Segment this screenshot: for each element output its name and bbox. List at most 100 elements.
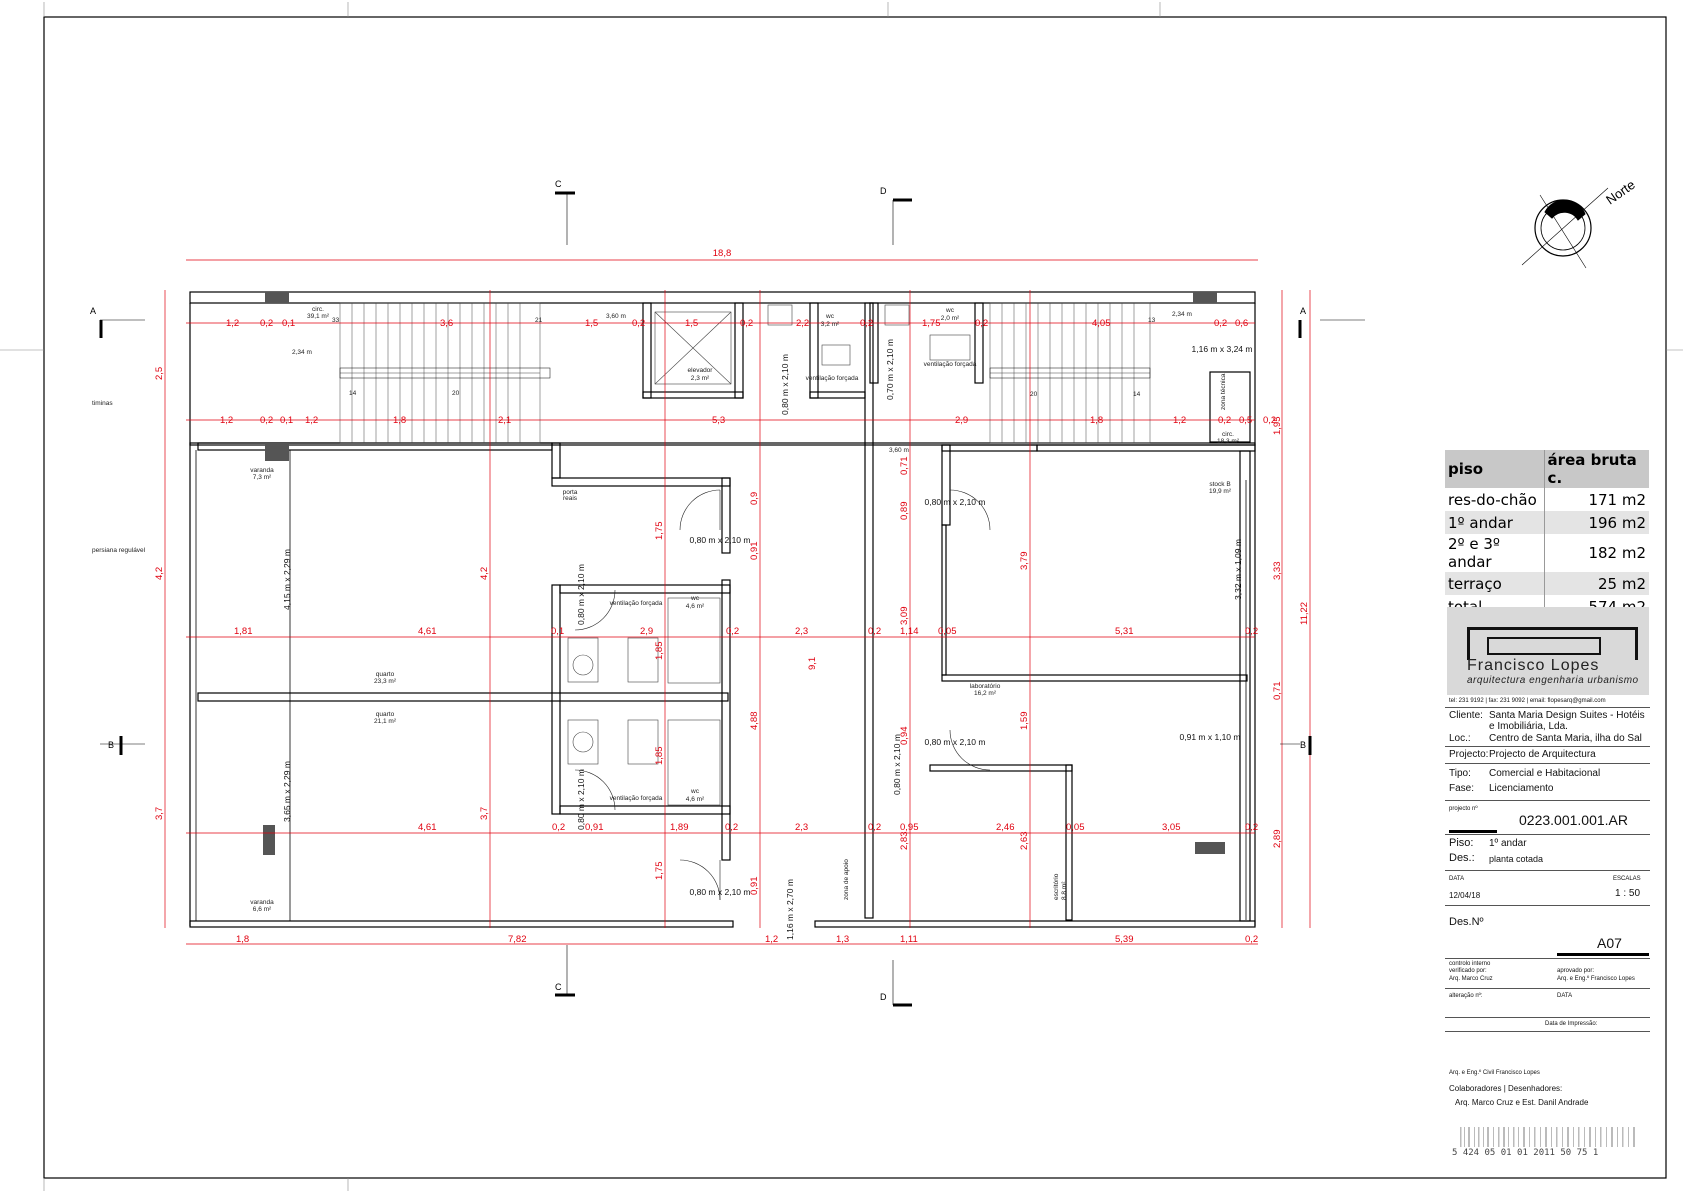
svg-text:0,05: 0,05	[1066, 822, 1085, 833]
svg-text:0,91 m x 1,10 m: 0,91 m x 1,10 m	[1180, 732, 1241, 742]
des-label: Des.:	[1449, 852, 1475, 864]
svg-text:C: C	[555, 179, 562, 189]
projecto-value: Projecto de Arquitectura	[1489, 749, 1596, 760]
table-cell: 171 m2	[1588, 490, 1646, 509]
svg-text:2,34 m: 2,34 m	[1172, 311, 1192, 318]
svg-text:0,6: 0,6	[1235, 318, 1248, 329]
svg-text:1,5: 1,5	[585, 318, 598, 329]
company-logo: Francisco Lopes arquitectura engenharia …	[1447, 607, 1649, 695]
svg-text:A: A	[90, 306, 96, 316]
desn-label: Des.Nº	[1449, 916, 1484, 928]
svg-text:circ.: circ.	[1222, 431, 1234, 438]
svg-text:0,91: 0,91	[749, 542, 760, 561]
svg-text:7,3 m²: 7,3 m²	[253, 474, 272, 481]
svg-text:4,61: 4,61	[418, 822, 437, 833]
north-arrow-icon: Norte	[1521, 177, 1638, 269]
svg-text:0,2: 0,2	[632, 318, 645, 329]
table-cell: 182 m2	[1588, 544, 1646, 562]
svg-text:21,1 m²: 21,1 m²	[374, 718, 397, 725]
svg-text:1,3: 1,3	[836, 934, 849, 945]
alteracao-data: DATA	[1557, 993, 1573, 999]
svg-text:1,75: 1,75	[654, 522, 665, 541]
svg-text:3,65 m x 2,29 m: 3,65 m x 2,29 m	[282, 761, 292, 822]
escalas-label: ESCALAS	[1613, 876, 1641, 882]
svg-text:wc: wc	[690, 788, 700, 795]
svg-text:1,89: 1,89	[670, 822, 689, 833]
table-cell: 25 m2	[1544, 572, 1649, 595]
svg-text:3,60 m: 3,60 m	[606, 313, 626, 320]
controlo-label: controlo interno verificado por:	[1449, 961, 1491, 974]
svg-text:1,95: 1,95	[1272, 417, 1283, 436]
des-value: planta cotada	[1489, 854, 1544, 864]
svg-text:2,34 m: 2,34 m	[292, 349, 312, 356]
svg-text:varanda: varanda	[250, 899, 274, 906]
svg-text:4,61: 4,61	[418, 626, 437, 637]
room-labels: circ. 39,1 m² elevador 2,3 m² wc 3,2 m² …	[92, 306, 1240, 913]
svg-text:0,2: 0,2	[1245, 934, 1258, 945]
svg-text:0,80 m x 2,10 m: 0,80 m x 2,10 m	[690, 535, 751, 545]
svg-text:1,16 m x 3,24 m: 1,16 m x 3,24 m	[1192, 344, 1253, 354]
svg-text:2,46: 2,46	[996, 822, 1015, 833]
svg-text:B: B	[1300, 740, 1306, 750]
svg-text:0,80 m x 2,10 m: 0,80 m x 2,10 m	[780, 354, 790, 415]
svg-text:reais: reais	[563, 495, 578, 502]
colab-value: Arq. Marco Cruz e Est. Danil Andrade	[1455, 1098, 1589, 1107]
svg-text:0,2: 0,2	[726, 626, 739, 637]
svg-text:4,05: 4,05	[1092, 318, 1111, 329]
svg-text:0,1: 0,1	[280, 415, 293, 426]
svg-text:21: 21	[535, 317, 543, 324]
logo-subtitle: arquitectura engenharia urbanismo	[1467, 675, 1639, 686]
svg-text:ventilação forçada: ventilação forçada	[924, 361, 977, 368]
svg-text:B: B	[108, 740, 114, 750]
svg-text:0,2: 0,2	[1218, 415, 1231, 426]
barcode-text: 5 424 05 01 01 2011 50 75 1	[1452, 1148, 1598, 1157]
svg-text:1,5: 1,5	[685, 318, 698, 329]
logo-mark	[1467, 627, 1638, 660]
svg-text:9,1: 9,1	[807, 657, 818, 670]
svg-text:19,9 m²: 19,9 m²	[1209, 488, 1232, 495]
svg-text:4,15 m x 2,29 m: 4,15 m x 2,29 m	[282, 549, 292, 610]
svg-text:0,80 m x 2,10 m: 0,80 m x 2,10 m	[690, 887, 751, 897]
wc-fixtures	[567, 304, 971, 806]
svg-text:2,9: 2,9	[955, 415, 968, 426]
svg-text:1,81: 1,81	[234, 626, 253, 637]
svg-text:0,80 m x 2,10 m: 0,80 m x 2,10 m	[576, 564, 586, 625]
opening-labels: 0,80 m x 2,10 m 0,80 m x 2,10 m 0,80 m x…	[282, 339, 1252, 940]
svg-text:2,1: 2,1	[498, 415, 511, 426]
svg-text:3,09: 3,09	[899, 607, 910, 626]
svg-text:33: 33	[332, 317, 340, 324]
svg-text:0,5: 0,5	[1239, 415, 1252, 426]
svg-text:A: A	[1300, 306, 1306, 316]
svg-text:ventilação forçada: ventilação forçada	[610, 600, 663, 607]
svg-text:2,3: 2,3	[795, 822, 808, 833]
svg-text:14: 14	[1133, 391, 1141, 398]
svg-text:1,2: 1,2	[226, 318, 239, 329]
svg-text:0,95: 0,95	[900, 822, 919, 833]
svg-text:0,91: 0,91	[749, 877, 760, 896]
wall-fills	[263, 292, 1225, 855]
svg-text:1,11: 1,11	[900, 934, 918, 945]
svg-text:0,2: 0,2	[260, 415, 273, 426]
walls	[189, 291, 1256, 928]
svg-text:C: C	[555, 982, 562, 992]
svg-text:quarto: quarto	[376, 671, 395, 678]
svg-text:16,2 m²: 16,2 m²	[974, 690, 997, 697]
data-value: 12/04/18	[1449, 891, 1481, 900]
logo-mark-inner	[1487, 637, 1601, 655]
loc-value: Centro de Santa Maria, ilha do Sal	[1489, 733, 1642, 744]
svg-text:0,2: 0,2	[1245, 822, 1258, 833]
fase-label: Fase:	[1449, 783, 1475, 794]
overall-width-label: 18,8	[713, 248, 732, 259]
svg-text:0,2: 0,2	[740, 318, 753, 329]
table-cell: terraço	[1445, 572, 1545, 595]
cliente-value: Santa Maria Design Suites - Hotéis e Imo…	[1489, 710, 1645, 732]
projecto-n-label: projecto nº	[1449, 806, 1478, 812]
svg-text:39,1 m²: 39,1 m²	[307, 313, 330, 320]
barcode: 5 424 05 01 01 2011 50 75 1	[1452, 1127, 1635, 1157]
svg-text:1,2: 1,2	[1173, 415, 1186, 426]
table-cell: 2º e 3º andar	[1445, 534, 1545, 572]
svg-text:0,94: 0,94	[899, 727, 910, 746]
svg-text:3,2 m²: 3,2 m²	[821, 321, 840, 328]
